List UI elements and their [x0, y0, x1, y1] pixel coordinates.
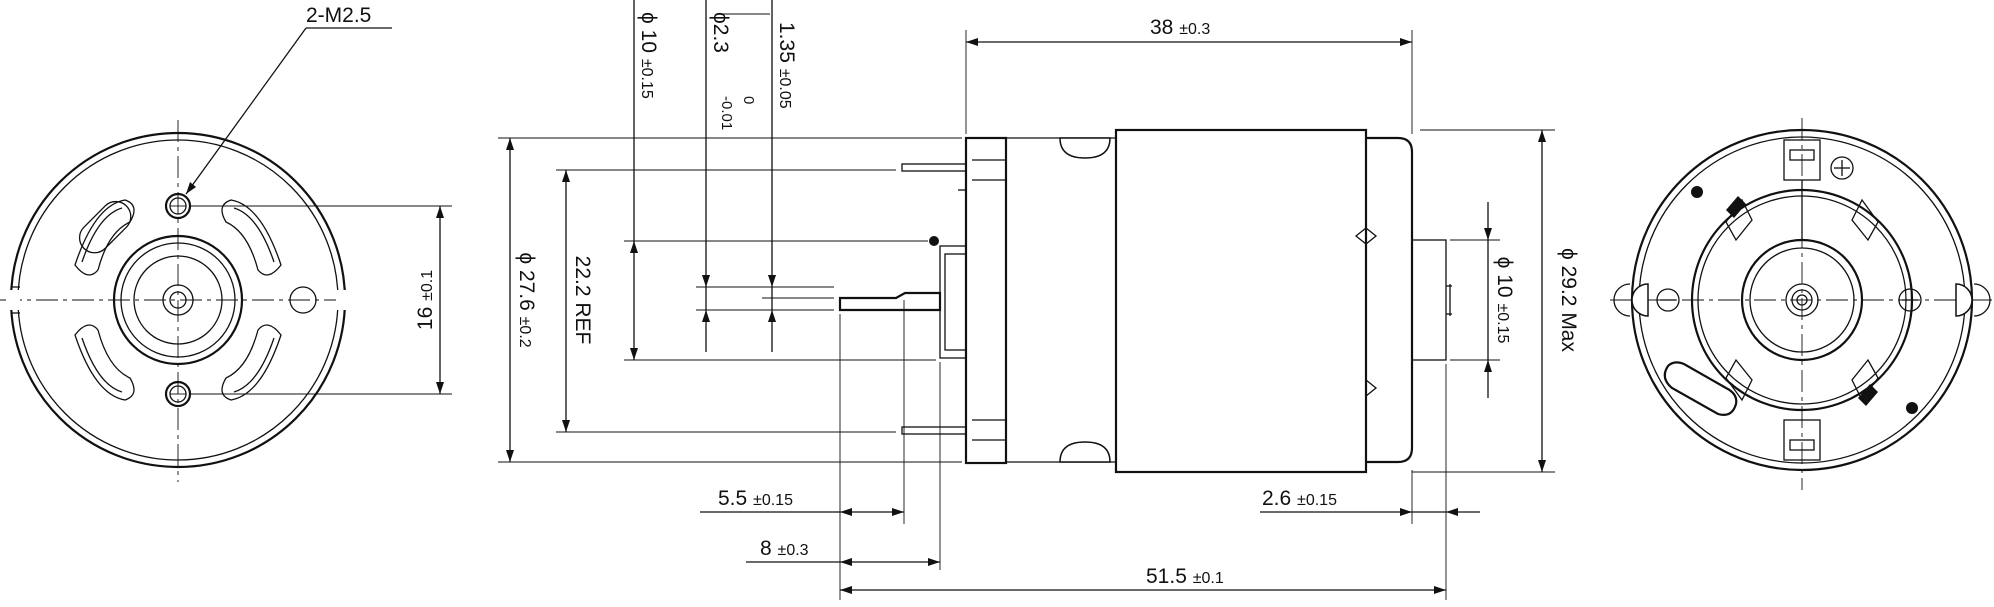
small-diameter-tol-upper: 0 [740, 96, 757, 104]
shaft-length-b-label: 8 ±0.3 [760, 537, 809, 560]
flat-label: 1.35 ±0.05 [775, 22, 798, 109]
thread-label: 2-M2.5 [306, 4, 371, 27]
vent-slots [74, 199, 282, 401]
max-diameter-label: ϕ 29.2 Max [1557, 248, 1580, 352]
small-diameter-tol-lower: -0.01 [718, 96, 735, 130]
svg-text:0: 0 [740, 96, 757, 104]
rear-boss-label: ϕ 10 ±0.15 [1493, 257, 1516, 344]
svg-text:-0.01: -0.01 [718, 96, 735, 130]
svg-text:22.2 REF: 22.2 REF [571, 256, 594, 345]
front-view [0, 27, 452, 482]
small-diameter-label: ϕ2.3 [709, 12, 732, 53]
boss-length-label: 2.6 ±0.15 [1262, 487, 1337, 510]
flange-diameter-label: ϕ 27.6 ±0.2 [515, 252, 538, 347]
shaft-length-a-label: 5.5 ±0.15 [718, 487, 793, 510]
svg-text:ϕ 29.2 Max: ϕ 29.2 Max [1557, 248, 1580, 352]
svg-text:ϕ 27.6 ±0.2: ϕ 27.6 ±0.2 [515, 252, 538, 347]
svg-text:ϕ 10 ±0.15: ϕ 10 ±0.15 [1493, 257, 1516, 344]
total-length-label: 51.5 ±0.1 [1146, 565, 1224, 588]
body-length-label: 38 ±0.3 [1150, 16, 1210, 39]
svg-text:1.35 ±0.05: 1.35 ±0.05 [775, 22, 798, 109]
side-view [498, 0, 1555, 600]
svg-text:ϕ 10 ±0.15: ϕ 10 ±0.15 [637, 12, 660, 99]
shaft-diameter-label: ϕ 10 ±0.15 [637, 12, 660, 99]
rear-view [1610, 118, 1994, 490]
ref-height-label: 22.2 REF [571, 256, 594, 345]
svg-text:ϕ2.3: ϕ2.3 [709, 12, 732, 53]
svg-text:16 ±0.1: 16 ±0.1 [414, 270, 437, 330]
hole-spacing-label: 16 ±0.1 [414, 270, 437, 330]
